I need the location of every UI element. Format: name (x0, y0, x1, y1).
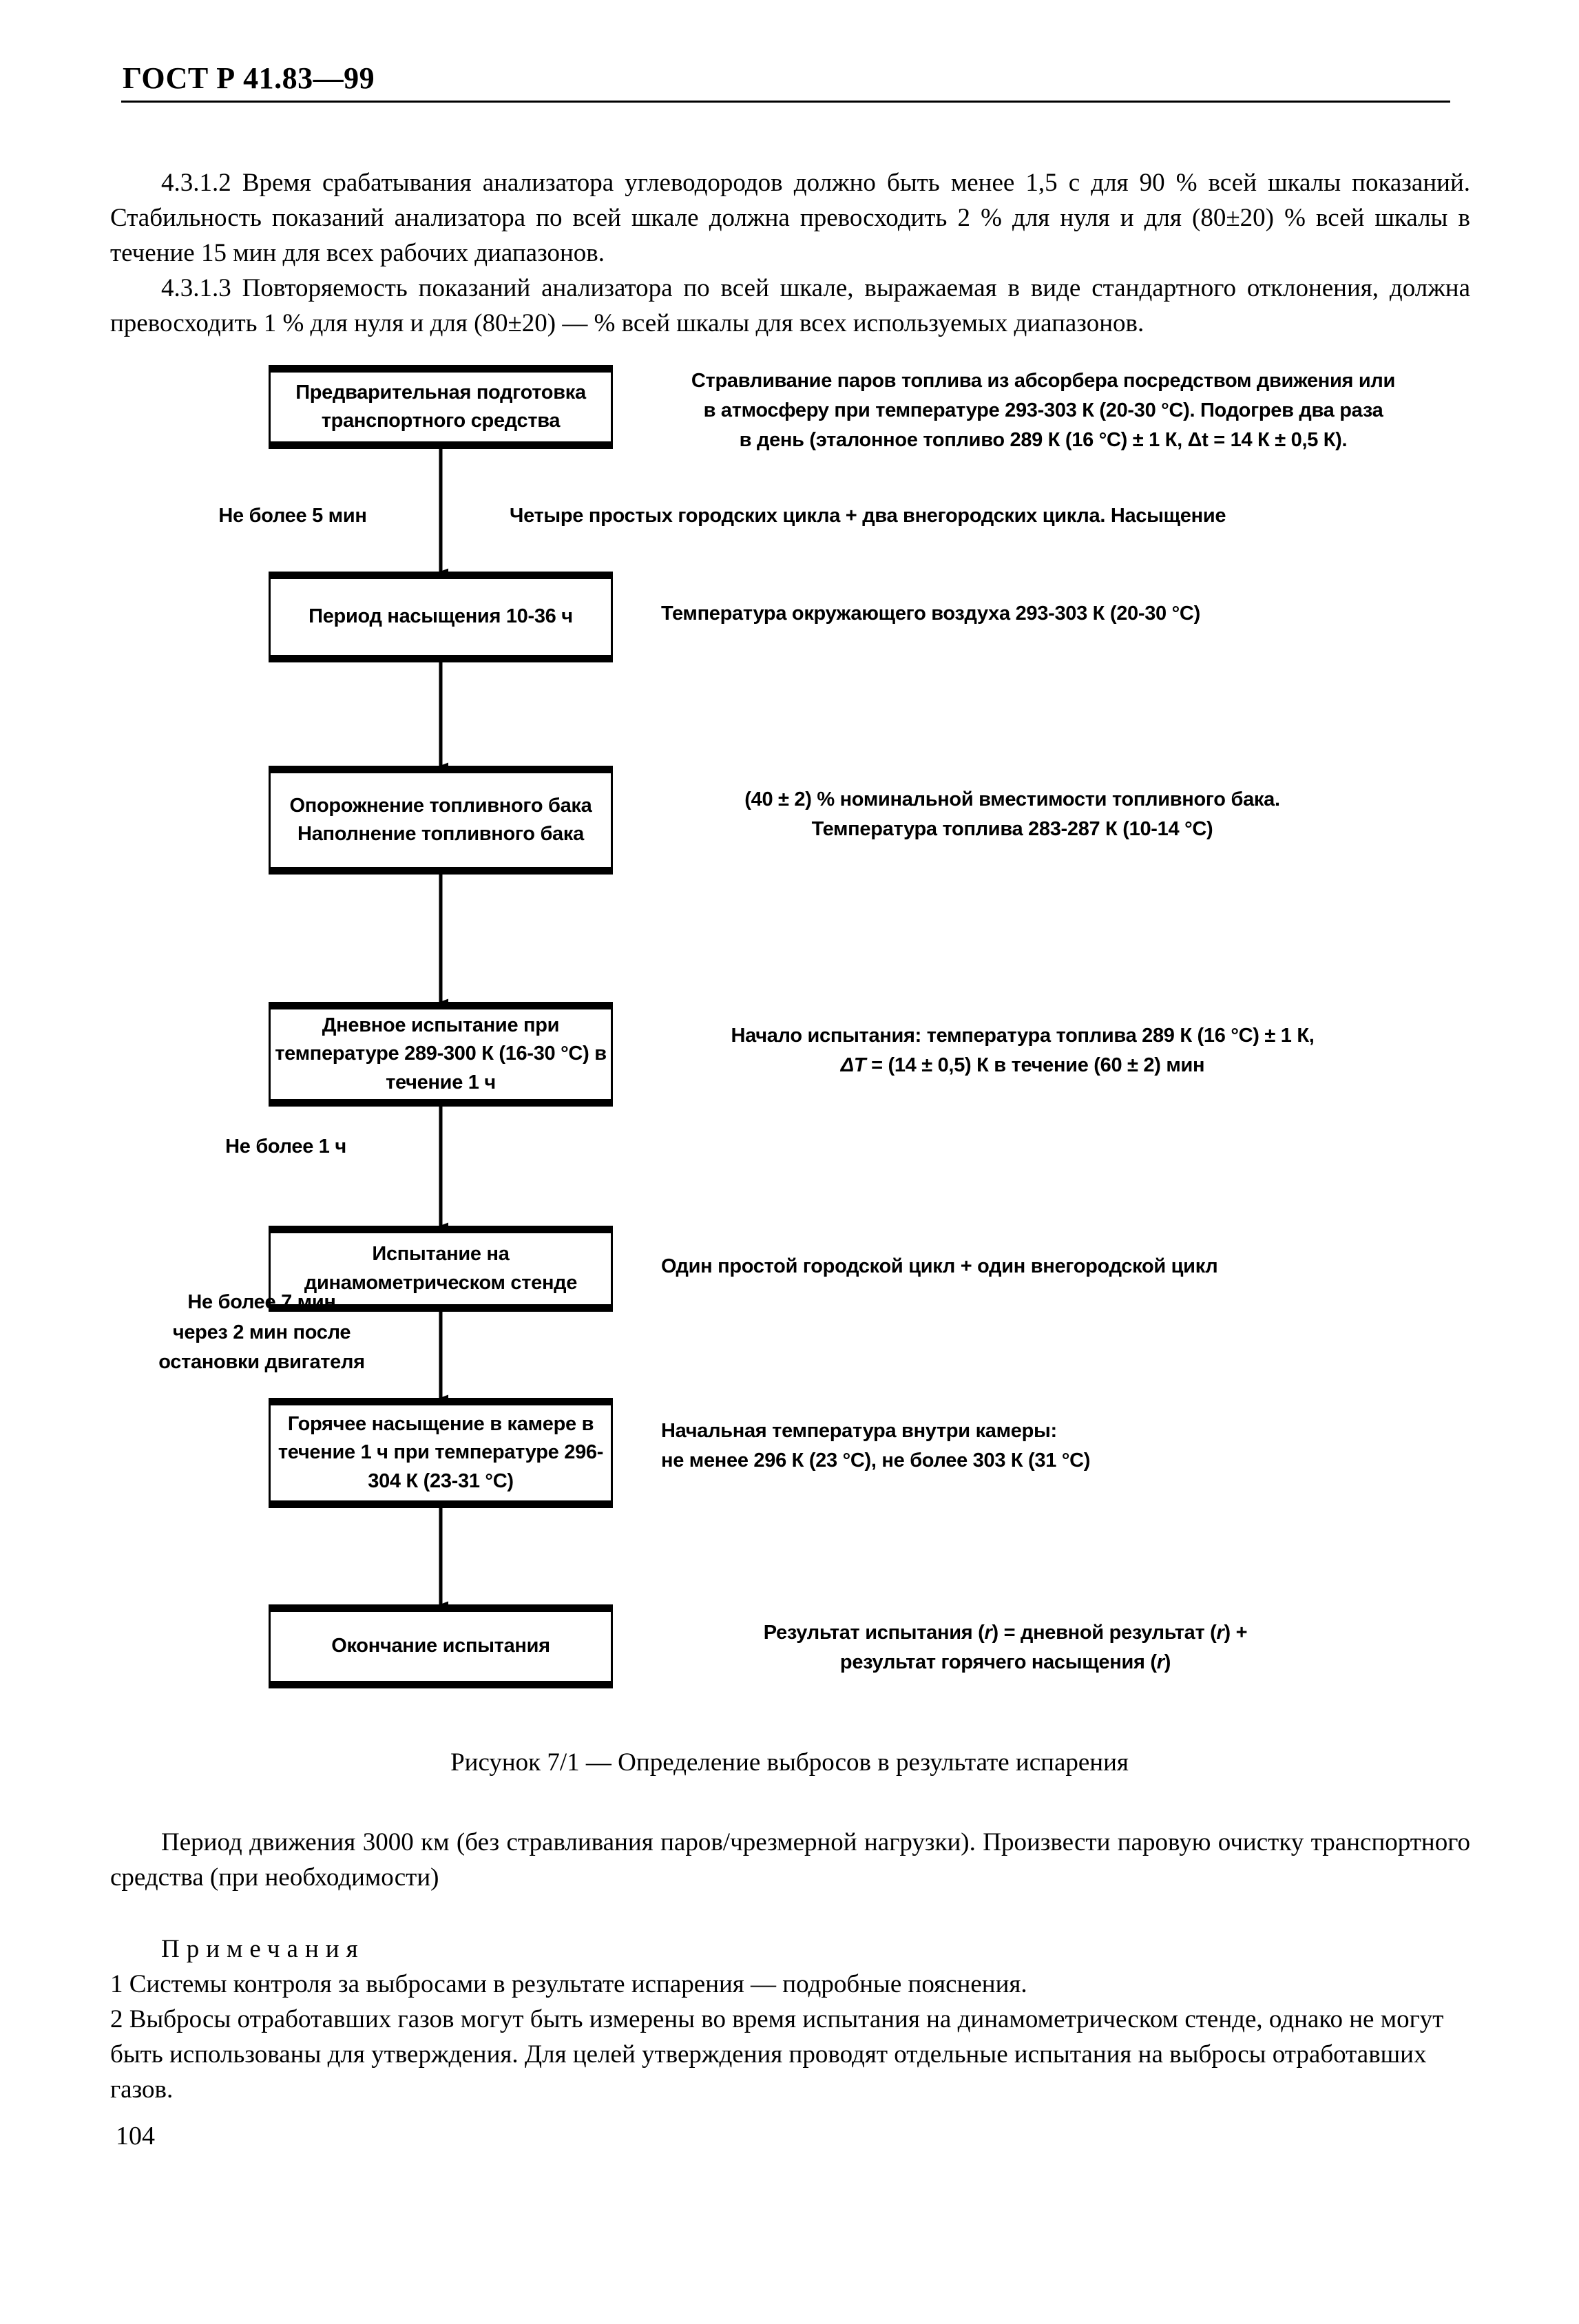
box-test-end: Окончание испытания (269, 1604, 613, 1688)
note-diurnal: Начало испытания: температура топлива 28… (731, 1025, 1315, 1076)
box-dynamometer-test-label: Испытание на динамометрическом стенде (304, 1243, 578, 1294)
figure-caption: Рисунок 7/1 — Определение выбросов в рез… (450, 1748, 1129, 1777)
standard-header: ГОСТ Р 41.83—99 (123, 61, 375, 95)
box-test-end-label: Окончание испытания (331, 1635, 550, 1657)
box-hot-soak: Горячее насыщение в камере в течение 1 ч… (269, 1398, 613, 1508)
note-item-1: 1 Системы контроля за выбросами в резуль… (110, 1970, 1027, 1999)
note-cycles: Четыре простых городских цикла + два вне… (510, 505, 1226, 527)
note-result: Результат испытания (r) = дневной резуль… (763, 1622, 1248, 1673)
box-tank-drain-fill-label: Опорожнение топливного бака Наполнение т… (289, 794, 592, 845)
clause-4-3-1-2: 4.3.1.2 Время срабатывания анализатора у… (110, 169, 1470, 268)
label-max-1-hour: Не более 1 ч (225, 1135, 346, 1158)
box-soak-period: Период насыщения 10-36 ч (269, 572, 613, 662)
label-max-7-min: Не более 7 мин через 2 мин после останов… (158, 1291, 365, 1373)
box-dynamometer-test: Испытание на динамометрическом стенде (269, 1226, 613, 1312)
note-dynamometer: Один простой городской цикл + один внего… (661, 1255, 1218, 1277)
box-diurnal-test: Дневное испытание при температуре 289-30… (269, 1002, 613, 1107)
note-hot-soak: Начальная температура внутри камеры: не … (661, 1420, 1091, 1472)
box-hot-soak-label: Горячее насыщение в камере в течение 1 ч… (278, 1413, 604, 1492)
notes-heading: Примечания (161, 1935, 365, 1963)
evaporative-emissions-flowchart: Предварительная подготовка транспортного… (0, 344, 1579, 1708)
note-tank: (40 ± 2) % номинальной вместимости топли… (744, 788, 1280, 840)
box-tank-drain-fill: Опорожнение топливного бака Наполнение т… (269, 766, 613, 875)
page-number: 104 (116, 2122, 155, 2150)
header-divider (121, 101, 1450, 103)
post-figure-paragraph: Период движения 3000 км (без стравливани… (110, 1825, 1470, 1895)
clause-4-3-1-3: 4.3.1.3 Повторяемость показаний анализат… (110, 274, 1470, 338)
label-max-5-min: Не более 5 мин (218, 505, 367, 527)
notes-block: Примечания 1 Системы контроля за выброса… (110, 1932, 1470, 2107)
clause-paragraphs: 4.3.1.2 Время срабатывания анализатора у… (110, 165, 1470, 341)
note-soak-period: Температура окружающего воздуха 293-303 … (661, 603, 1200, 625)
box-preconditioning: Предварительная подготовка транспортного… (269, 365, 613, 449)
note-item-2: 2 Выбросы отработавших газов могут быть … (110, 2005, 1444, 2104)
box-diurnal-test-label: Дневное испытание при температуре 289-30… (275, 1014, 607, 1093)
note-preconditioning: Стравливание паров топлива из абсорбера … (691, 370, 1396, 451)
box-soak-period-label: Период насыщения 10-36 ч (309, 605, 573, 628)
box-preconditioning-label: Предварительная подготовка транспортного… (295, 381, 586, 432)
movement-period-text: Период движения 3000 км (без стравливани… (110, 1828, 1470, 1892)
